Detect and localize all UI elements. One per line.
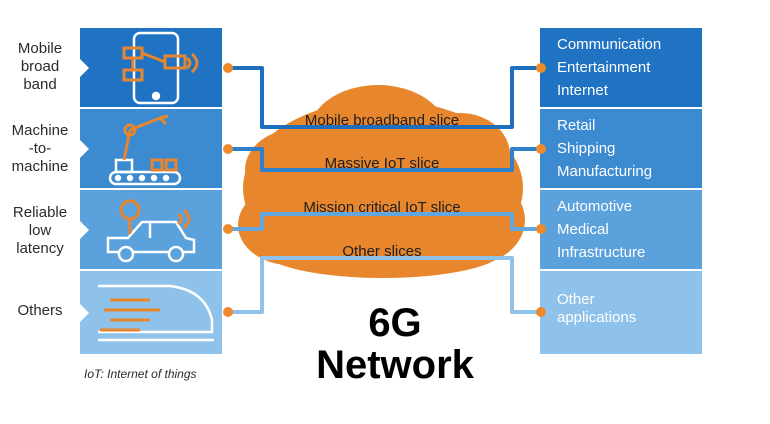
network-title: 6G Network xyxy=(270,302,520,386)
tile-mobile-broadband xyxy=(80,28,222,107)
label-line: Others xyxy=(17,302,63,319)
slice-other: Other slices xyxy=(342,243,422,260)
right-item: Shipping xyxy=(557,140,616,157)
connector-dots xyxy=(223,63,546,317)
right-item: Communication xyxy=(557,36,662,53)
right-group-3: Automotive Medical Infrastructure xyxy=(540,190,702,269)
label-line: low xyxy=(28,222,52,239)
category-others: Others xyxy=(0,302,80,320)
label-line: band xyxy=(23,76,57,93)
right-item: Medical xyxy=(557,221,609,238)
slice-mission-critical-iot: Mission critical IoT slice xyxy=(303,199,461,216)
right-item: Other xyxy=(557,291,595,308)
label-line: Reliable xyxy=(12,204,68,221)
right-item: Manufacturing xyxy=(557,163,653,180)
slice-massive-iot: Massive IoT slice xyxy=(324,155,440,172)
chevron-1 xyxy=(80,59,89,77)
right-item: Entertainment xyxy=(557,59,651,76)
right-item: Retail xyxy=(557,117,596,134)
category-mobile-broadband: Mobile broad band xyxy=(0,40,80,94)
category-machine-to-machine: Machine -to- machine xyxy=(0,122,80,176)
connector-mobile-broadband xyxy=(230,66,540,129)
right-group-2: Retail Shipping Manufacturing xyxy=(540,109,702,188)
title-line-1: 6G xyxy=(368,301,422,345)
right-item: applications xyxy=(557,309,637,326)
label-line: latency xyxy=(16,240,64,257)
car-icon xyxy=(106,199,196,263)
label-line: -to- xyxy=(28,140,52,157)
chevron-2 xyxy=(80,140,89,158)
chevron-3 xyxy=(80,221,89,239)
title-line-2: Network xyxy=(316,343,474,387)
right-item: Automotive xyxy=(557,198,633,215)
connector-mission-critical xyxy=(230,212,540,231)
label-line: Machine xyxy=(11,122,69,139)
cloud-shape xyxy=(238,85,525,278)
right-item: Internet xyxy=(557,82,608,99)
label-line: machine xyxy=(11,158,69,175)
right-item: Infrastructure xyxy=(557,244,646,261)
slice-mobile-broadband: Mobile broadband slice xyxy=(304,112,460,129)
footnote: IoT: Internet of things xyxy=(84,367,197,381)
connector-other-slices xyxy=(230,256,540,314)
right-group-4: Other applications xyxy=(540,271,702,354)
train-icon xyxy=(98,284,214,342)
chevron-4 xyxy=(80,304,89,322)
robot-arm-icon xyxy=(108,114,182,186)
right-group-1: Communication Entertainment Internet xyxy=(540,28,702,107)
category-reliable-low-latency: Reliable low latency xyxy=(0,204,80,258)
connector-massive-iot xyxy=(230,147,540,172)
smartphone-icon xyxy=(122,31,199,105)
label-line: broad xyxy=(20,58,60,75)
label-line: Mobile xyxy=(17,40,63,57)
